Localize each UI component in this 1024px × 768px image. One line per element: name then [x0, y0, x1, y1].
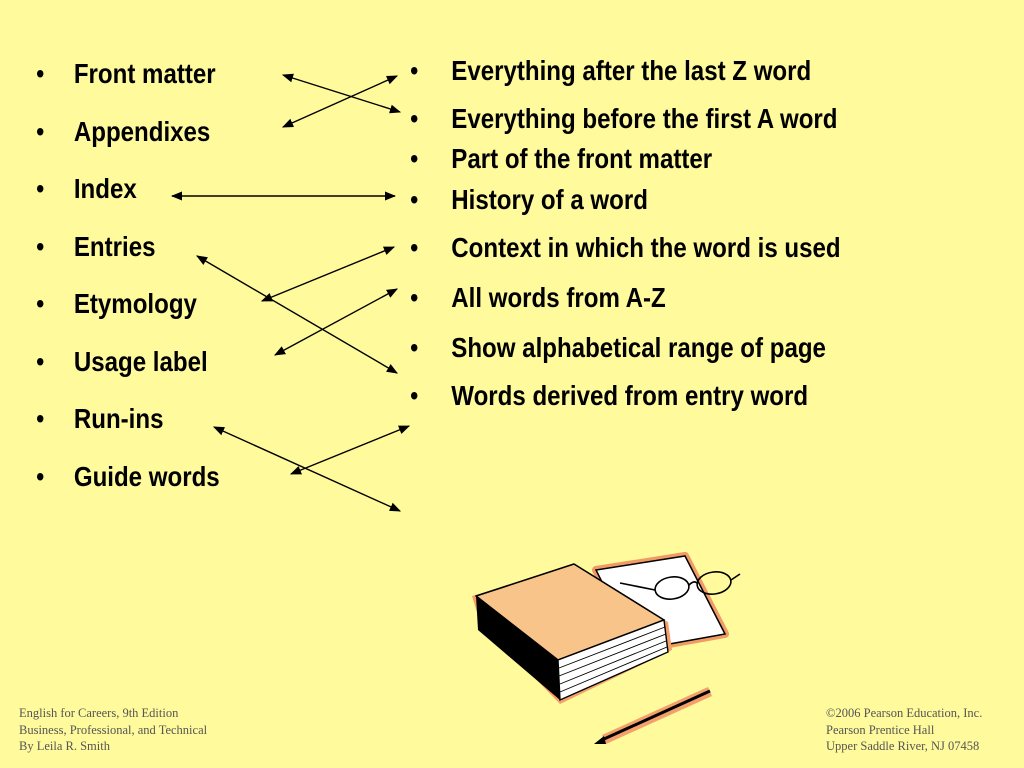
definition-label: All words from A-Z: [451, 282, 666, 313]
term-label: Front matter: [73, 58, 216, 89]
arrow-guide-words: [289, 425, 411, 475]
definition-item: • History of a word: [410, 183, 841, 217]
bullet: •: [410, 232, 419, 263]
bullet: •: [36, 403, 45, 434]
footer-line: By Leila R. Smith: [19, 739, 110, 753]
definition-label: Words derived from entry word: [451, 380, 809, 411]
bullet: •: [36, 345, 45, 377]
term-item: • Run-ins: [36, 402, 220, 460]
book-and-glasses-clipart: [472, 552, 741, 744]
bullet: •: [410, 282, 419, 313]
term-label: Index: [73, 173, 137, 204]
term-item: • Guide words: [36, 460, 220, 518]
term-label: Appendixes: [73, 115, 211, 147]
definition-item: • Everything before the first A word: [410, 102, 841, 136]
arrow-run-ins: [212, 426, 402, 512]
bullet: •: [36, 288, 45, 319]
bullet: •: [410, 184, 419, 215]
arrow-entries: [196, 255, 398, 374]
term-label: Guide words: [73, 460, 220, 492]
bullet: •: [36, 460, 45, 492]
definition-label: Context in which the word is used: [451, 232, 841, 263]
term-label: Run-ins: [73, 403, 164, 434]
bullet: •: [410, 332, 419, 363]
footer-line: Business, Professional, and Technical: [19, 722, 208, 737]
definition-label: Part of the front matter: [451, 143, 713, 174]
bullet: •: [410, 55, 419, 86]
arrow-front-matter: [281, 73, 402, 114]
term-label: Entries: [73, 230, 156, 262]
term-item: • Usage label: [36, 345, 220, 403]
arrow-appendixes: [281, 75, 399, 128]
definition-label: Everything before the first A word: [451, 103, 838, 134]
definition-item: • Words derived from entry word: [410, 379, 841, 413]
footer-line: English for Careers, 9th Edition: [19, 706, 179, 720]
footer-line: Upper Saddle River, NJ 07458: [826, 739, 980, 753]
bullet: •: [36, 230, 45, 262]
footer-line: Pearson Prentice Hall: [826, 722, 935, 737]
definitions-list: • Everything after the last Z word • Every…: [410, 54, 841, 413]
footer-left: English for Careers, 9th Edition Busines…: [19, 705, 207, 755]
bullet: •: [410, 380, 419, 411]
pencil-icon: [594, 687, 712, 744]
bullet: •: [36, 115, 45, 147]
term-item: • Index: [36, 172, 220, 230]
definition-label: History of a word: [451, 184, 648, 215]
book-spine: [476, 596, 560, 700]
definition-label: Everything after the last Z word: [451, 55, 812, 86]
term-item: • Entries: [36, 230, 220, 288]
book-pages: [557, 619, 669, 702]
definition-item: • Context in which the word is used: [410, 231, 841, 265]
term-item: • Front matter: [36, 57, 220, 115]
term-item: • Appendixes: [36, 115, 220, 173]
term-item: • Etymology: [36, 287, 220, 345]
definition-item: • Show alphabetical range of page: [410, 331, 841, 365]
bullet: •: [410, 103, 419, 134]
bullet: •: [36, 173, 45, 204]
definition-item: • Everything after the last Z word: [410, 54, 841, 88]
definition-item: • All words from A-Z: [410, 281, 841, 315]
glasses-icon: [619, 571, 741, 600]
bullet: •: [410, 143, 419, 174]
definition-label: Show alphabetical range of page: [451, 332, 826, 363]
footer-right: ©2006 Pearson Education, Inc. Pearson Pr…: [826, 705, 982, 755]
bullet: •: [36, 58, 45, 89]
terms-list: • Front matter • Appendixes • Index • Entrie…: [36, 57, 220, 517]
definition-item: • Part of the front matter: [410, 142, 841, 176]
footer-line: ©2006 Pearson Education, Inc.: [826, 706, 983, 720]
term-label: Etymology: [73, 288, 197, 319]
arrow-usage-label: [274, 288, 398, 356]
arrow-etymology: [260, 246, 396, 302]
term-label: Usage label: [73, 345, 208, 377]
